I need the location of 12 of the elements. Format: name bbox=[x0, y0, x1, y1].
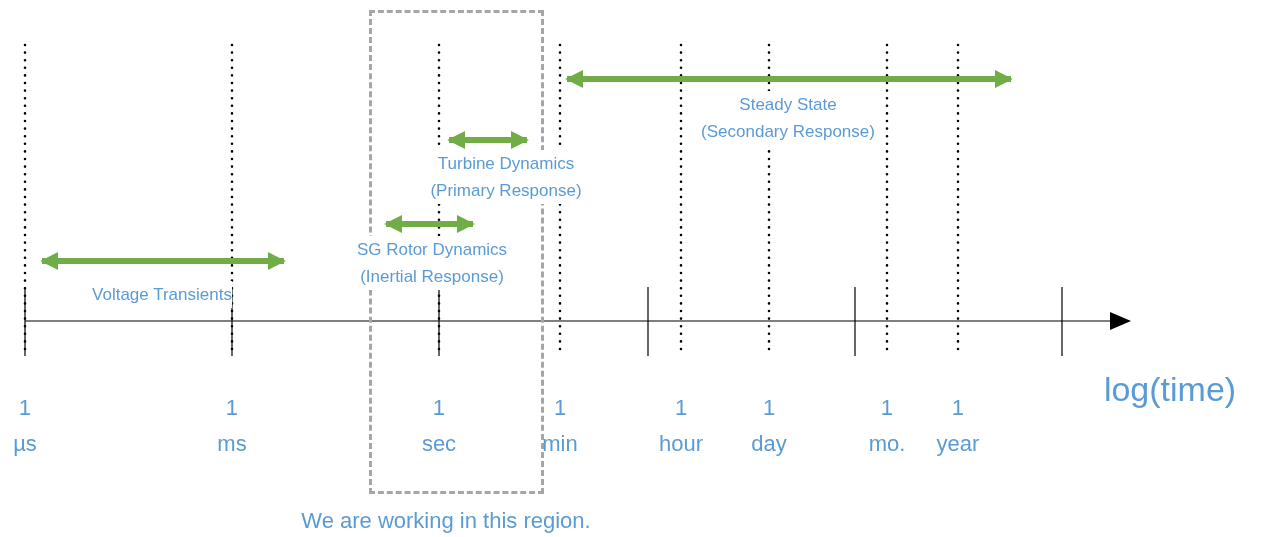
tick-label: 1 year bbox=[936, 394, 980, 458]
tick-label: 1 hour bbox=[659, 394, 703, 458]
region-note: We are working in this region. bbox=[301, 507, 591, 535]
tick-label: 1 sec bbox=[421, 394, 457, 458]
tick-label: 1 ms bbox=[217, 394, 247, 458]
tick-label: 1 mo. bbox=[868, 394, 906, 458]
tick-label: 1 day bbox=[751, 394, 787, 458]
axis-title: log(time) bbox=[1103, 369, 1237, 410]
range-label: Voltage Transients bbox=[92, 281, 232, 308]
range-label: Steady State (Secondary Response) bbox=[699, 91, 877, 145]
tick-label: 1 µs bbox=[13, 394, 37, 458]
tick-label: 1 min bbox=[542, 394, 578, 458]
